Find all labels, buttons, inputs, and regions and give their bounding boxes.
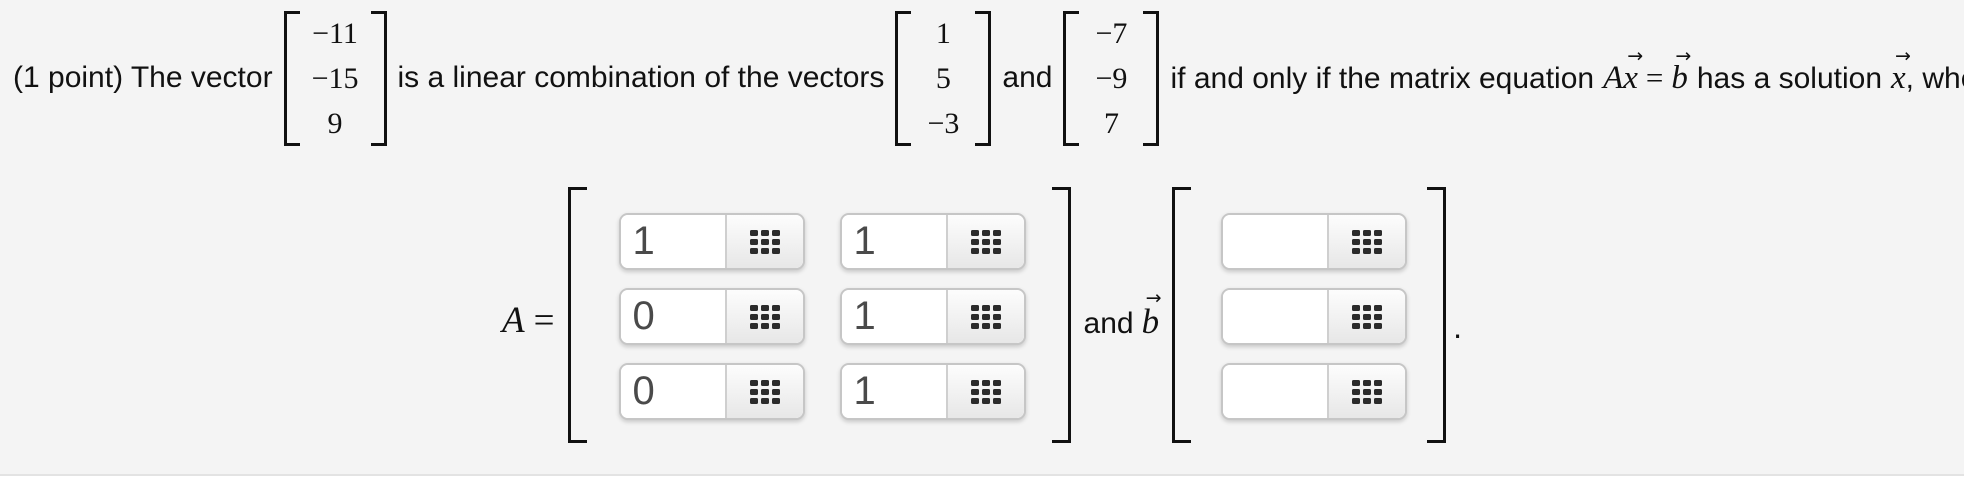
matrix-equation: A→x=→b [1603,44,1692,97]
keypad-grid-icon [1352,379,1383,404]
b-vector-symbol: →b [1141,287,1162,341]
vector-entry-b2 [1221,288,1408,345]
solution-text: has a solution [1696,61,1883,95]
matrix-entry-input[interactable] [620,365,725,418]
matrix-entry-a32 [839,363,1026,420]
vector-entry: −7 [1095,16,1128,50]
closing-period: . [1453,308,1462,345]
vector-entry: 1 [935,16,951,50]
equation-editor-button[interactable] [1327,365,1406,418]
x-vector-symbol: →x [1623,44,1644,96]
matrix-entry-a22 [839,288,1026,345]
condition-statement: if and only if the matrix equation A→x=→… [1170,44,1964,97]
left-bracket [1063,10,1080,146]
right-bracket [1427,187,1447,443]
equation-editor-button[interactable] [724,215,803,268]
right-bracket [975,10,992,146]
matrix-entry-input[interactable] [841,215,946,268]
vector-b [1172,187,1447,443]
intro-text: (1 point) The vector [13,61,273,94]
matrix-entry-input[interactable] [620,290,725,343]
target-vector: −11 −15 9 [283,10,387,146]
equation-editor-button[interactable] [945,215,1024,268]
basis-vector-v: −7 −9 7 [1063,10,1160,146]
condition-text: if and only if the matrix equation [1170,61,1595,95]
matrix-a-entries [587,187,1052,443]
vector-entry: −3 [927,106,960,140]
vector-entry-input[interactable] [1223,290,1328,343]
equation-editor-button[interactable] [1327,290,1406,343]
solution-variable-group: →x, where [1891,44,1964,97]
keypad-grid-icon [1352,229,1383,254]
equals-sign: = [533,299,555,341]
vector-entry-input[interactable] [1223,215,1328,268]
matrix-entry-a21 [618,288,805,345]
combination-text: is a linear combination of the vectors [397,61,885,94]
answer-area: A= [0,187,1964,443]
basis-vector-u: 1 5 −3 [895,10,992,146]
left-bracket [895,10,912,146]
and-text: and [1002,61,1053,94]
right-bracket [1143,10,1160,146]
left-bracket [1172,187,1192,443]
matrix-entry-a31 [618,363,805,420]
equals-sign: = [1645,59,1664,95]
keypad-grid-icon [970,379,1001,404]
keypad-grid-icon [970,304,1001,329]
vector-arrow-icon: → [1145,287,1162,309]
equation-editor-button[interactable] [1327,215,1406,268]
matrix-entry-input[interactable] [841,365,946,418]
keypad-grid-icon [749,229,780,254]
and-b-label: and→b [1083,287,1162,342]
vector-entry: −15 [311,61,359,95]
vector-arrow-icon: → [1895,44,1911,67]
and-text: and [1083,307,1134,340]
matrix-a [567,187,1071,443]
matrix-entry-a11 [618,213,805,270]
keypad-grid-icon [749,379,780,404]
matrix-entry-input[interactable] [841,290,946,343]
x-vector-symbol: →x [1891,44,1911,96]
vector-entry-input[interactable] [1223,365,1328,418]
left-bracket [567,187,587,443]
equation-editor-button[interactable] [724,365,803,418]
vector-entry: 7 [1103,106,1119,140]
section-divider [0,474,1964,487]
vector-entry-b3 [1221,363,1408,420]
vector-entry: 9 [327,106,343,140]
keypad-grid-icon [970,229,1001,254]
vector-arrow-icon: → [1675,44,1692,67]
problem-statement: (1 point) The vector −11 −15 9 is a line… [0,9,1964,147]
b-vector-symbol: →b [1671,44,1692,96]
vector-entry: 5 [935,61,951,95]
equation-editor-button[interactable] [724,290,803,343]
right-bracket [370,10,387,146]
where-text: , where [1905,61,1964,95]
keypad-grid-icon [749,304,780,329]
matrix-entry-input[interactable] [620,215,725,268]
right-bracket [1051,187,1071,443]
matrix-entry-a12 [839,213,1026,270]
matrix-variable: A [1603,59,1624,96]
vector-entry: −9 [1095,61,1128,95]
vector-entry: −11 [312,16,358,50]
keypad-grid-icon [1352,304,1383,329]
matrix-a-label: A= [502,299,555,341]
left-bracket [283,10,300,146]
vector-b-entries [1191,187,1427,443]
equation-editor-button[interactable] [945,290,1024,343]
equation-editor-button[interactable] [945,365,1024,418]
vector-arrow-icon: → [1627,44,1644,67]
vector-entry-b1 [1221,213,1408,270]
